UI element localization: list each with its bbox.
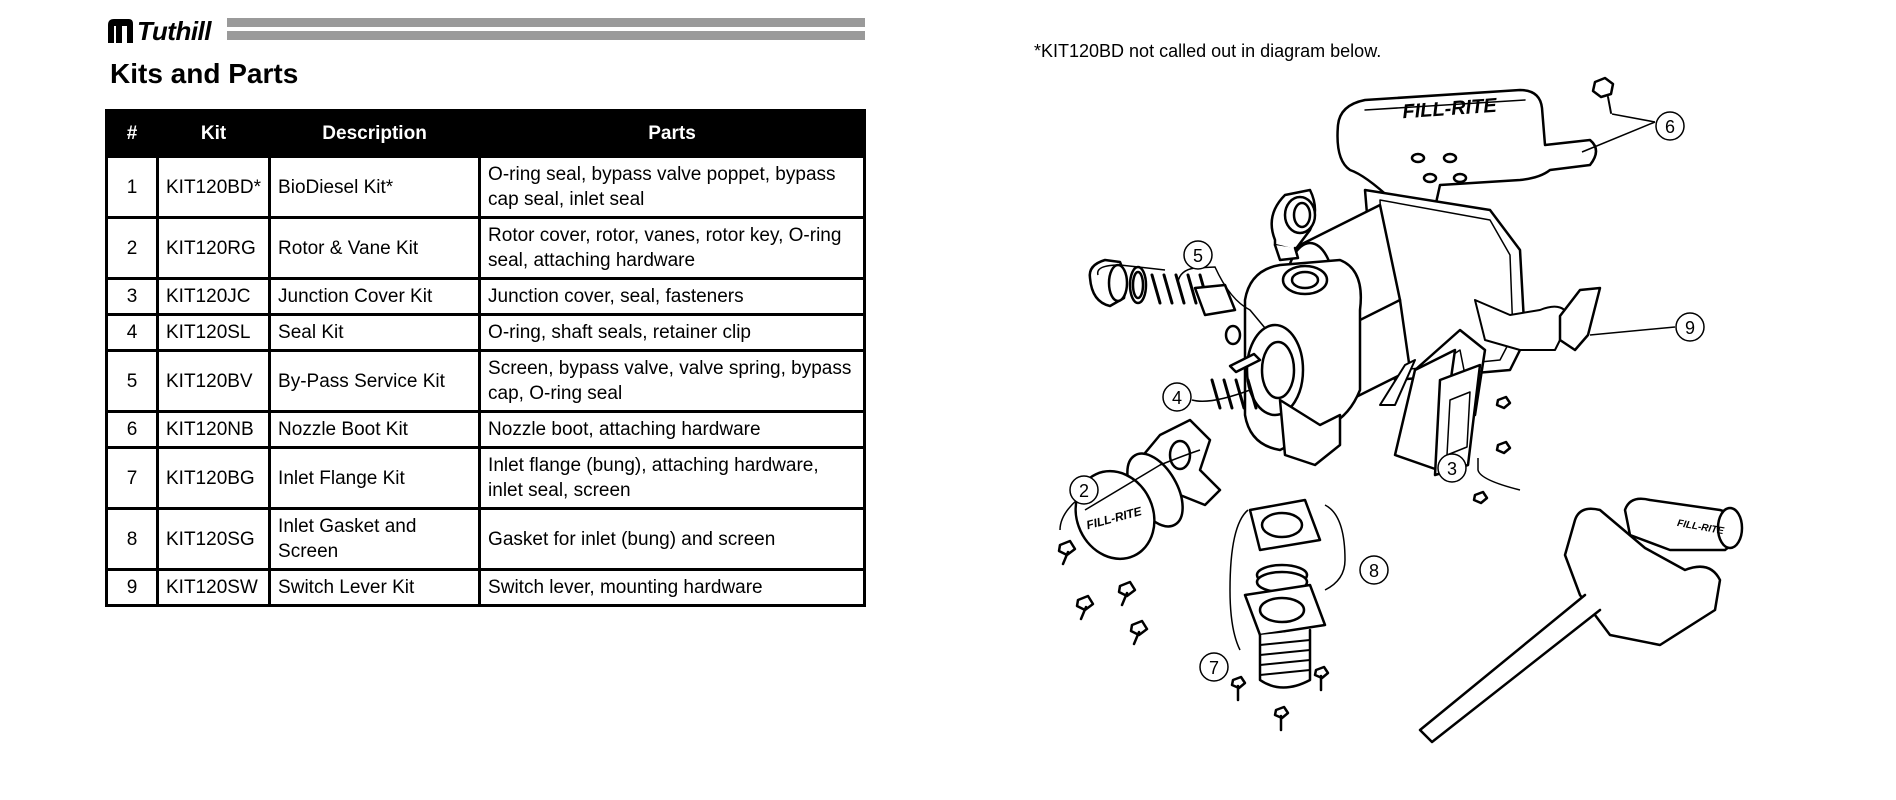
svg-text:2: 2 [1079,481,1089,501]
svg-text:3: 3 [1447,459,1457,479]
diagram-note: *KIT120BD not called out in diagram belo… [1034,41,1382,61]
rotor-parts: FILL-RITE [1057,418,1222,646]
callout-6: 6 [1655,111,1685,141]
page-title: Kits and Parts [110,58,299,89]
svg-text:5: 5 [1193,246,1203,266]
col-header-kit: Kit [155,109,272,158]
cell-parts: Nozzle boot, attaching hardware [478,410,866,449]
callout-3: 3 [1437,453,1467,483]
cell-kit: KIT120NB [155,410,272,449]
callout-7: 7 [1199,652,1229,682]
cell-parts: O-ring, shaft seals, retainer clip [478,313,866,352]
header-rule [227,18,865,44]
callout-4: 4 [1162,382,1192,412]
cell-number: 4 [105,313,159,352]
inlet-flange-parts [1230,583,1330,732]
cell-kit: KIT120SL [155,313,272,352]
page-header: Tuthill [105,14,865,48]
elbow-fitting-part [1270,188,1317,262]
cell-description: Switch Lever Kit [268,568,482,607]
cell-number: 6 [105,410,159,449]
cell-description: Nozzle Boot Kit [268,410,482,449]
tuthill-logo-icon [108,19,133,43]
svg-text:4: 4 [1172,388,1182,408]
col-header-description: Description [268,109,482,158]
callout-8: 8 [1359,555,1389,585]
cell-kit: KIT120BV [155,349,272,413]
cell-description: Seal Kit [268,313,482,352]
cell-description: Inlet Gasket and Screen [268,507,482,571]
switch-lever-part [1558,286,1602,352]
cell-description: Rotor & Vane Kit [268,216,482,280]
brand-name: Tuthill [137,15,212,46]
cell-kit: KIT120JC [155,277,272,316]
callout-5: 5 [1183,240,1213,270]
cell-number: 7 [105,446,159,510]
col-header-parts: Parts [478,109,866,158]
svg-text:6: 6 [1665,117,1675,137]
brand-logo: Tuthill [105,14,212,48]
cell-description: BioDiesel Kit* [268,155,482,219]
cell-number: 1 [105,155,159,219]
callout-group: 6 5 9 4 2 3 8 7 [1069,111,1705,682]
cell-parts: Junction cover, seal, fasteners [478,277,866,316]
callout-2: 2 [1069,475,1099,505]
cell-number: 3 [105,277,159,316]
cell-number: 5 [105,349,159,413]
svg-text:8: 8 [1369,561,1379,581]
col-header-number: # [105,109,159,158]
cell-parts: Rotor cover, rotor, vanes, rotor key, O-… [478,216,866,280]
cell-parts: Switch lever, mounting hardware [478,568,866,607]
svg-text:9: 9 [1685,318,1695,338]
cell-number: 9 [105,568,159,607]
pump-head-part [1243,258,1363,467]
cell-kit: KIT120BG [155,446,272,510]
table-header-row: # Kit Description Parts [105,109,866,158]
nozzle-part: FILL-RITE [1418,497,1744,744]
inlet-gasket-parts [1248,498,1322,594]
cell-kit: KIT120SW [155,568,272,607]
cell-kit: KIT120SG [155,507,272,571]
cell-description: Junction Cover Kit [268,277,482,316]
cell-description: Inlet Flange Kit [268,446,482,510]
exploded-pump-diagram: FILL-RITE [1057,76,1744,744]
cell-number: 2 [105,216,159,280]
cell-parts: Gasket for inlet (bung) and screen [478,507,866,571]
cell-parts: Inlet flange (bung), attaching hardware,… [478,446,866,510]
cell-number: 8 [105,507,159,571]
cell-description: By-Pass Service Kit [268,349,482,413]
cell-kit: KIT120BD* [155,155,272,219]
svg-text:7: 7 [1209,658,1219,678]
seal-parts [1210,352,1262,410]
leader-lines [1059,113,1676,651]
cell-parts: Screen, bypass valve, valve spring, bypa… [478,349,866,413]
cell-parts: O-ring seal, bypass valve poppet, bypass… [478,155,866,219]
callout-9: 9 [1675,312,1705,342]
cell-kit: KIT120RG [155,216,272,280]
